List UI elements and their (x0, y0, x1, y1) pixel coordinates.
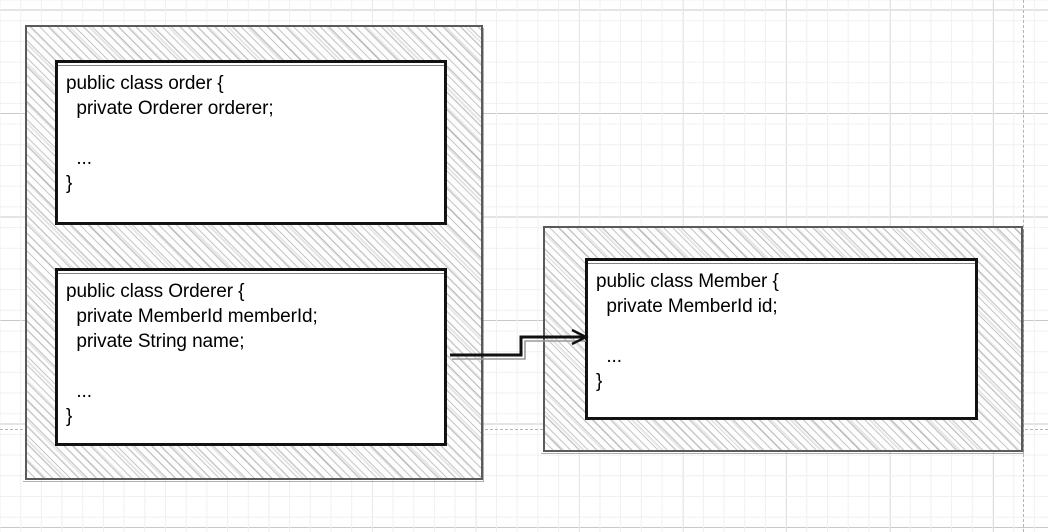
member-class-code: public class Member { private MemberId i… (596, 271, 779, 392)
orderer-class-code: public class Orderer { private MemberId … (66, 281, 318, 427)
page-break-horizontal (0, 429, 1048, 430)
page-break-vertical (1023, 0, 1024, 532)
order-class-code: public class order { private Orderer ord… (66, 73, 274, 194)
orderer-class-box[interactable]: public class Orderer { private MemberId … (55, 268, 447, 446)
member-class-box[interactable]: public class Member { private MemberId i… (585, 258, 978, 420)
order-class-box[interactable]: public class order { private Orderer ord… (55, 60, 447, 225)
